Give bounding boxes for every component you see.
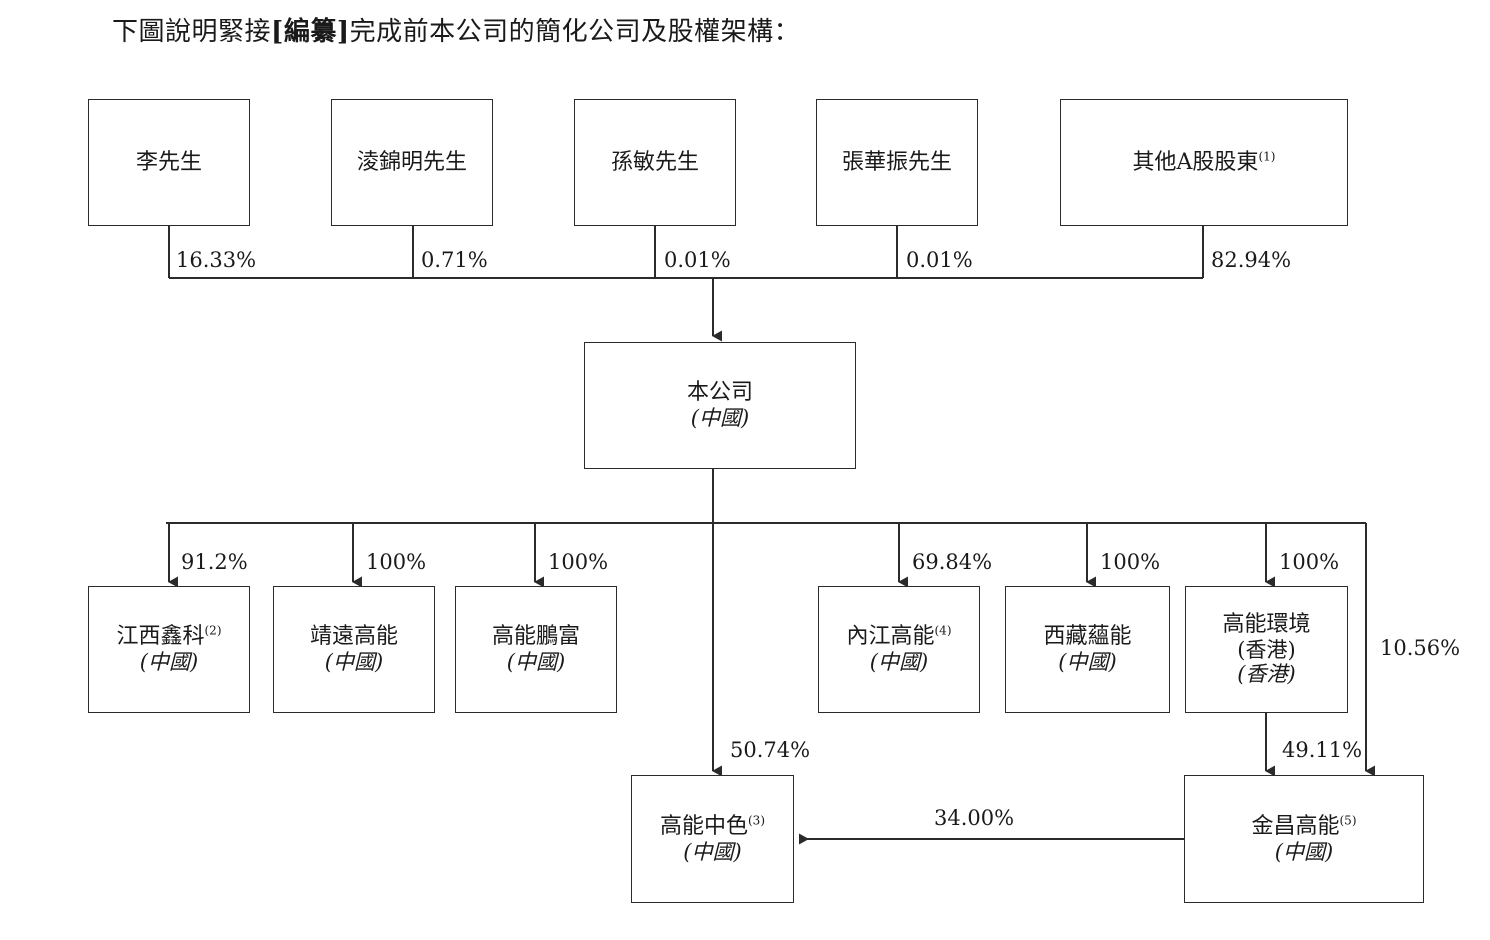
shareholder-name: 淩錦明先生 bbox=[356, 149, 467, 175]
subsidiary-box-jiangxi-xinke[interactable]: 江西鑫科(2) (中國) bbox=[88, 586, 250, 713]
subsidiary-name: 靖遠高能 bbox=[309, 624, 398, 650]
subsidiary-name: 高能鵬富 bbox=[491, 624, 580, 650]
shareholder-box-li[interactable]: 李先生 bbox=[88, 99, 250, 226]
bottom-node-jurisdiction: (中國) bbox=[1274, 839, 1334, 864]
footnote-marker: (3) bbox=[748, 813, 765, 828]
page-title: 下圖說明緊接[編纂]完成前本公司的簡化公司及股權架構： bbox=[112, 16, 800, 50]
footnote-marker: (5) bbox=[1339, 813, 1357, 828]
shareholder-box-ling-jinming[interactable]: 淩錦明先生 bbox=[331, 99, 493, 226]
page-title-bracket: [編纂] bbox=[271, 17, 350, 47]
percent-label-company-to-zhongse: 50.74% bbox=[730, 738, 811, 762]
subsidiary-jurisdiction: (中國) bbox=[1058, 650, 1117, 675]
shareholder-name: 李先生 bbox=[135, 149, 202, 175]
page-title-suffix: 完成前本公司的簡化公司及股權架構： bbox=[349, 17, 801, 47]
page-title-prefix: 下圖說明緊接 bbox=[112, 17, 272, 47]
percent-label-jiangxi-xinke: 91.2% bbox=[181, 550, 248, 574]
percent-label-ling-jinming: 0.71% bbox=[421, 248, 488, 272]
subsidiary-box-neijiang-gaoneng[interactable]: 內江高能(4) (中國) bbox=[818, 586, 980, 713]
percent-label-hk-to-jinchang: 49.11% bbox=[1282, 738, 1363, 762]
company-name: 本公司 bbox=[686, 380, 753, 406]
percent-label-company-to-jinchang: 10.56% bbox=[1380, 636, 1461, 660]
percent-label-zhang-huazhen: 0.01% bbox=[906, 248, 973, 272]
percent-label-xizang-yunneng: 100% bbox=[1100, 550, 1161, 574]
subsidiary-box-gaoneng-huanjing-hk[interactable]: 高能環境 (香港) (香港) bbox=[1185, 586, 1348, 713]
subsidiary-location: (香港) bbox=[1237, 637, 1296, 662]
subsidiary-jurisdiction: (中國) bbox=[506, 650, 566, 675]
subsidiary-name: 西藏蘊能 bbox=[1043, 624, 1132, 650]
percent-label-gaoneng-huanjing: 100% bbox=[1279, 550, 1340, 574]
footnote-marker: (1) bbox=[1258, 149, 1276, 164]
percent-label-other-a-share: 82.94% bbox=[1211, 248, 1292, 272]
company-jurisdiction: (中國) bbox=[690, 406, 750, 431]
footnote-marker: (2) bbox=[204, 623, 222, 638]
shareholder-box-other-a-share[interactable]: 其他A股股東(1) bbox=[1060, 99, 1348, 226]
footnote-marker: (4) bbox=[934, 623, 952, 638]
percent-label-neijiang-gaoneng: 69.84% bbox=[912, 550, 993, 574]
bottom-node-name: 金昌高能(5) bbox=[1251, 813, 1357, 839]
shareholder-box-zhang-huazhen[interactable]: 張華振先生 bbox=[816, 99, 978, 226]
subsidiary-name: 內江高能(4) bbox=[846, 623, 952, 650]
subsidiary-box-jingyuan-gaoneng[interactable]: 靖遠高能 (中國) bbox=[273, 586, 435, 713]
shareholder-name: 其他A股股東(1) bbox=[1132, 149, 1276, 175]
subsidiary-box-gaoneng-pengfu[interactable]: 高能鵬富 (中國) bbox=[455, 586, 617, 713]
bottom-box-gaoneng-zhongse[interactable]: 高能中色(3) (中國) bbox=[631, 775, 794, 903]
subsidiary-jurisdiction: (中國) bbox=[869, 650, 929, 675]
subsidiary-name: 江西鑫科(2) bbox=[116, 623, 222, 650]
percent-label-li: 16.33% bbox=[176, 248, 257, 272]
percent-label-gaoneng-pengfu: 100% bbox=[548, 550, 609, 574]
shareholder-name: 張華振先生 bbox=[841, 149, 952, 175]
bottom-node-jurisdiction: (中國) bbox=[683, 839, 742, 864]
bottom-box-jinchang-gaoneng[interactable]: 金昌高能(5) (中國) bbox=[1184, 775, 1424, 903]
bottom-node-name: 高能中色(3) bbox=[659, 813, 765, 839]
percent-label-jingyuan-gaoneng: 100% bbox=[366, 550, 427, 574]
subsidiary-box-xizang-yunneng[interactable]: 西藏蘊能 (中國) bbox=[1005, 586, 1170, 713]
subsidiary-name: 高能環境 bbox=[1222, 611, 1311, 637]
percent-label-jinchang-to-zhongse: 34.00% bbox=[934, 806, 1015, 830]
subsidiary-jurisdiction: (中國) bbox=[139, 650, 199, 675]
subsidiary-jurisdiction: (中國) bbox=[324, 650, 384, 675]
company-box[interactable]: 本公司 (中國) bbox=[584, 342, 856, 469]
subsidiary-jurisdiction: (香港) bbox=[1237, 662, 1296, 687]
percent-label-sun-min: 0.01% bbox=[664, 248, 731, 272]
shareholder-box-sun-min[interactable]: 孫敏先生 bbox=[574, 99, 736, 226]
shareholder-name: 孫敏先生 bbox=[610, 149, 699, 175]
